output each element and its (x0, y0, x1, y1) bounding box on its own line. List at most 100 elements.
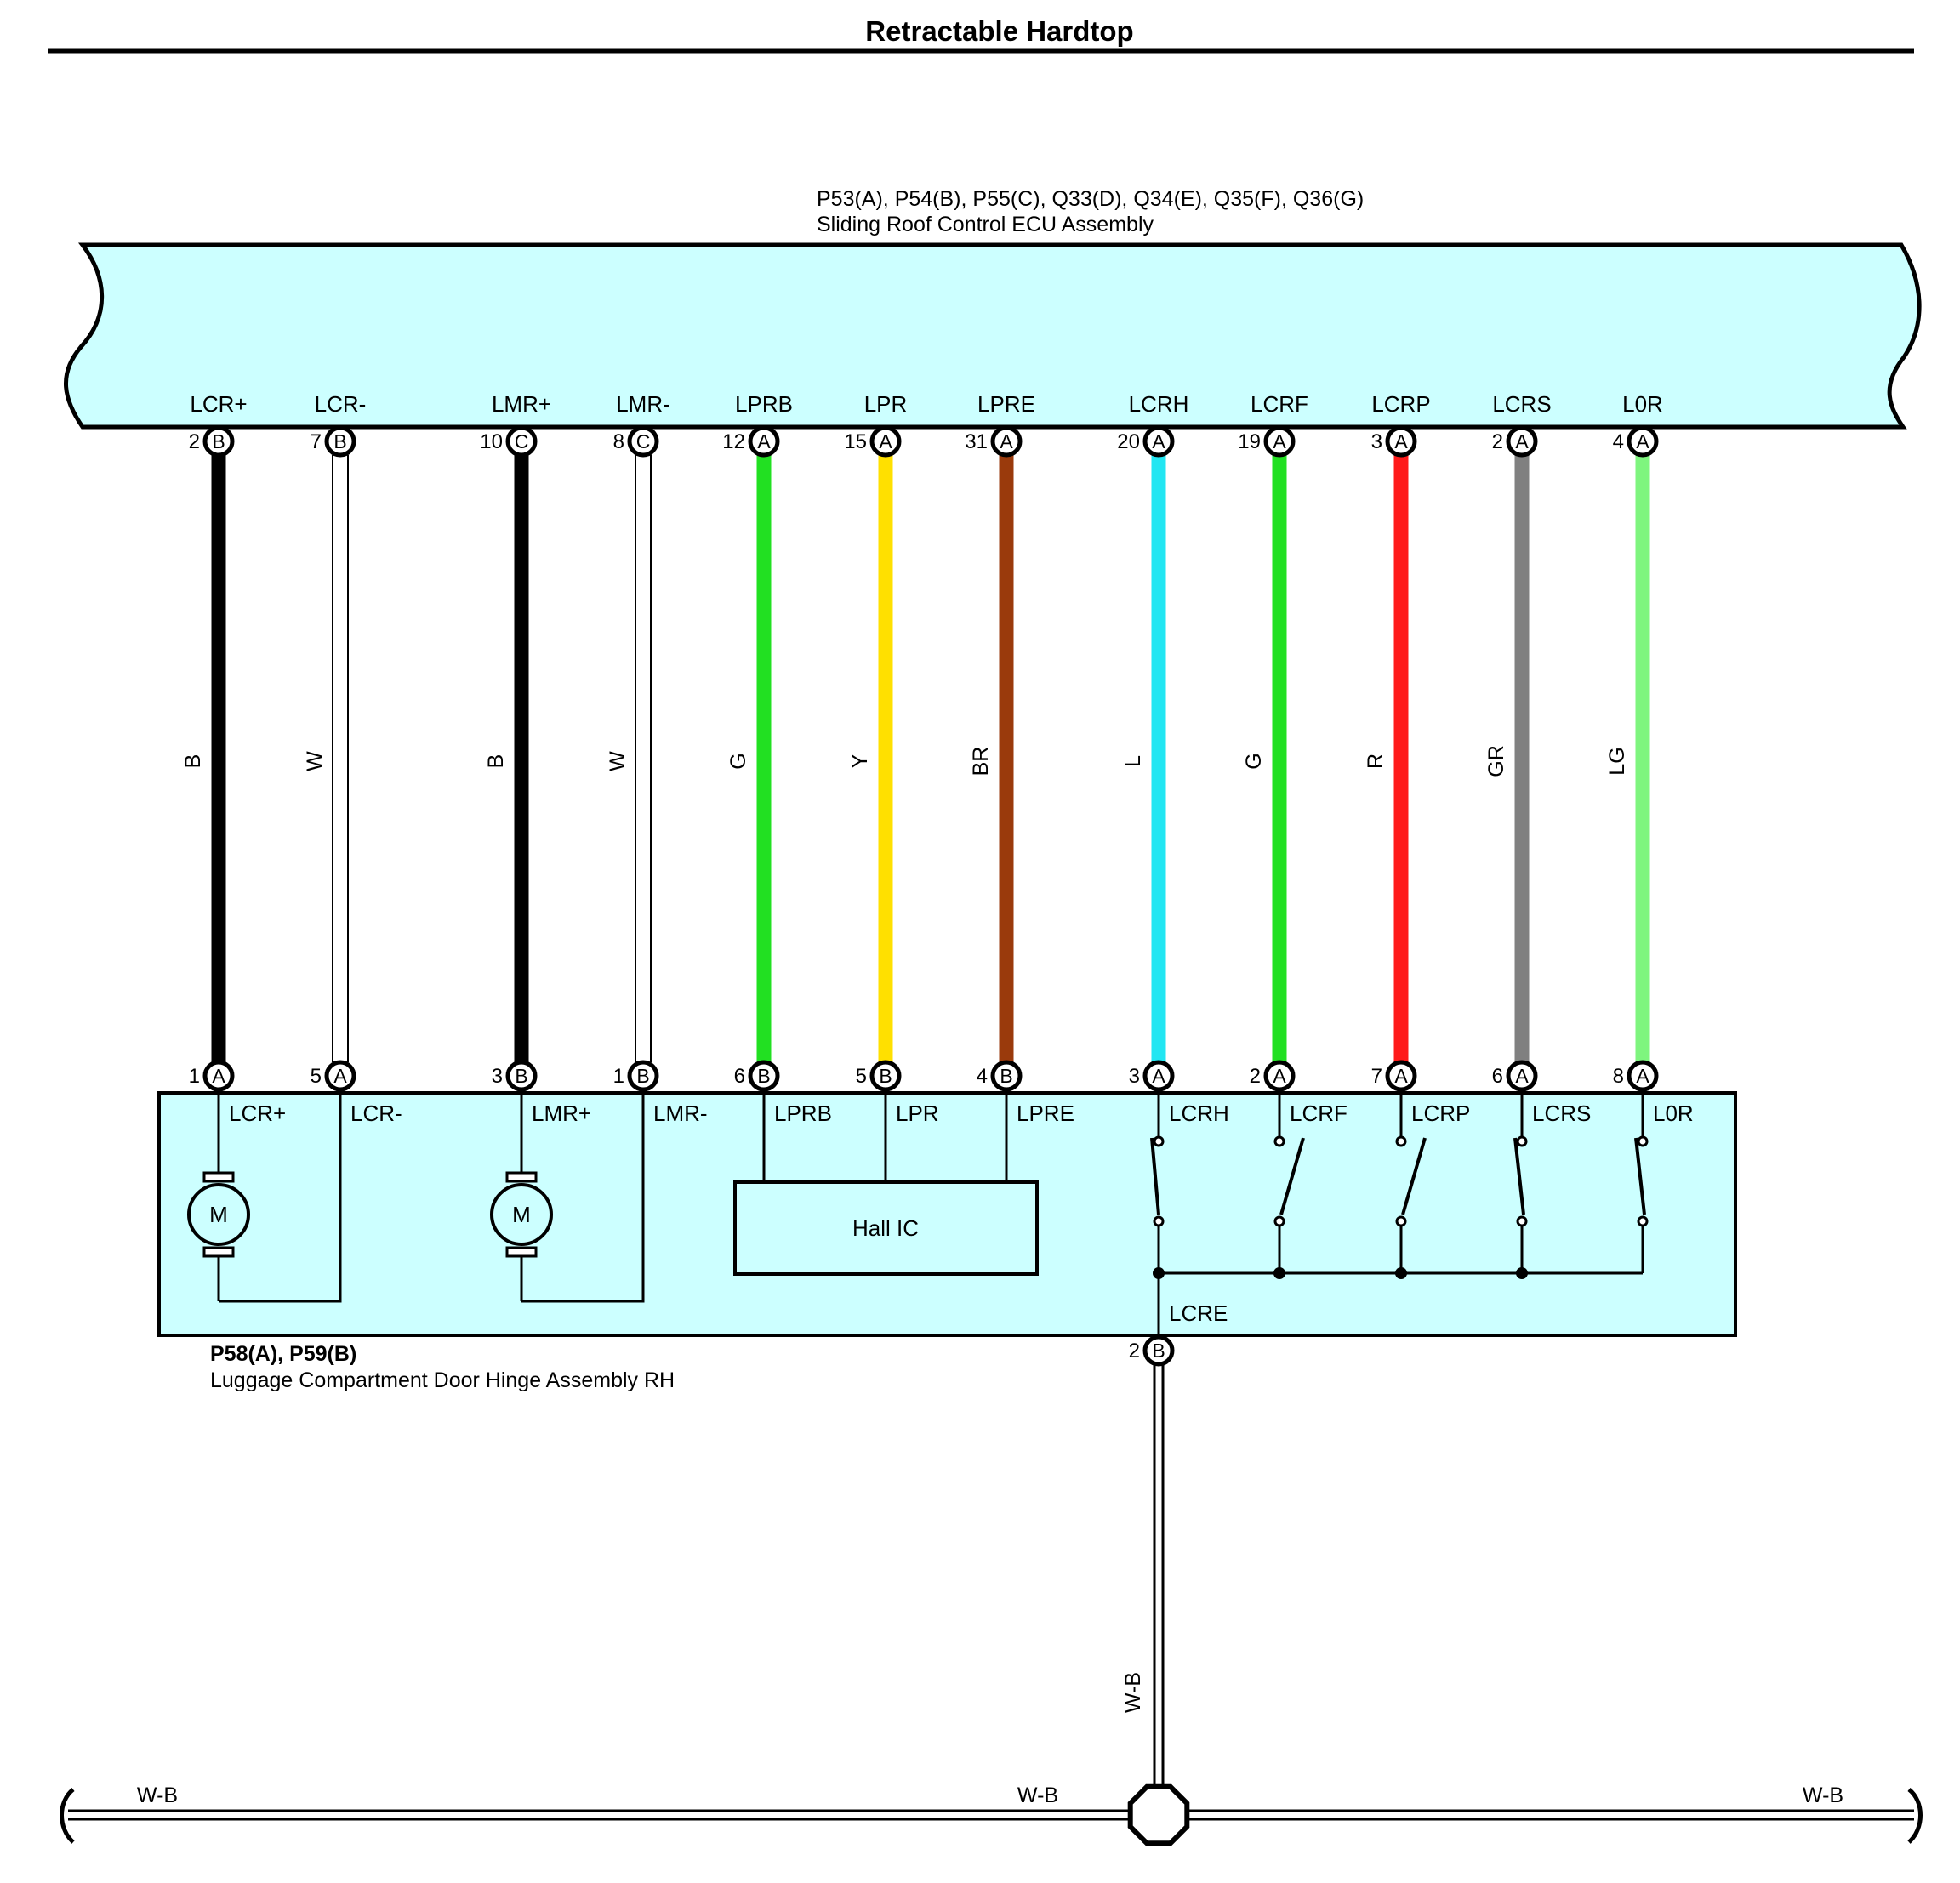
hinge-signal-label: LPR (896, 1101, 939, 1126)
ecu-name-label: Sliding Roof Control ECU Assembly (817, 213, 1154, 236)
hinge-pin: B1 (613, 1060, 659, 1092)
ecu-pin-number: 3 (1371, 430, 1382, 453)
ecu-pin-circle (505, 425, 538, 458)
ecu-pin: C8 (613, 425, 659, 458)
hinge-pin-letter: B (515, 1065, 527, 1087)
ecu-pin: A19 (1238, 425, 1296, 458)
ecu-connectors-label: P53(A), P54(B), P55(C), Q33(D), Q34(E), … (817, 187, 1364, 211)
motor-symbol: M (512, 1202, 531, 1227)
switch-contact (1637, 1215, 1649, 1227)
hinge-pin-number: 6 (734, 1065, 745, 1088)
switch-contact (1273, 1135, 1285, 1147)
hinge-pin-number: 3 (492, 1065, 503, 1088)
ecu-pin-number: 31 (965, 430, 988, 453)
wire-harness: LCR+BB2A1LCR-WB7A5LMR+BC10B3LMR-WC8B1LPR… (181, 391, 1663, 1092)
ecu-pin-letter: A (1273, 430, 1286, 452)
ground-bus-label: W-B (1017, 1783, 1058, 1807)
wire-color-code: W (303, 751, 327, 771)
ecu-pin-number: 10 (480, 430, 503, 453)
ecu-pin-circle (202, 425, 235, 458)
ecu-pin-letter: A (1394, 430, 1408, 452)
hinge-pin-number: 8 (1613, 1065, 1624, 1088)
ecu-pin-number: 2 (189, 430, 200, 453)
ecu-pin-circle (1385, 425, 1417, 458)
wire-color-code: L (1121, 755, 1145, 767)
motor-return (219, 1089, 342, 1303)
ecu-pin: C 10 (480, 425, 538, 458)
hinge-signal-label: LCRS (1532, 1101, 1591, 1126)
motor-icon (490, 1183, 553, 1246)
ecu-signal-label: LCRH (1129, 391, 1189, 417)
hinge-pin: A1 (189, 1060, 235, 1092)
ecu-signal-label: LPRB (735, 391, 793, 417)
wire-color-code: BR (969, 747, 993, 777)
switch-contact (1153, 1215, 1165, 1227)
hinge-pin: A6 (1492, 1060, 1538, 1092)
ecu-pin-circle (990, 425, 1023, 458)
hinge-signal-label: LCR- (350, 1101, 402, 1126)
splice-point-icon (1127, 1783, 1190, 1846)
hinge-pin-letter: B (757, 1065, 770, 1087)
hinge-signal-label: L0R (1653, 1101, 1694, 1126)
ecu-pin-number: 8 (613, 430, 624, 453)
hinge-pin-letter: A (1394, 1065, 1408, 1087)
ecu-signal-label: LCR+ (190, 391, 247, 417)
wire-color-code: G (726, 753, 750, 769)
hinge-signal-label: LCRF (1290, 1101, 1348, 1126)
ecu-pin-letter: C (515, 430, 529, 452)
hinge-pin-letter: A (1152, 1065, 1165, 1087)
bus-break-right (1907, 1788, 1923, 1844)
ecu-signal-label: LCR- (315, 391, 367, 417)
ecu-pin-circle (324, 425, 356, 458)
ecu-pin: A20 (1117, 425, 1175, 458)
ecu-pin: A4 (1613, 425, 1659, 458)
hinge-pin-number: 5 (856, 1065, 867, 1088)
wire-color-code: G (1242, 753, 1266, 769)
ground-bus-label: W-B (137, 1783, 178, 1807)
hinge-pin: A2 (1250, 1060, 1296, 1092)
ecu-pin-letter: A (1515, 430, 1529, 452)
hinge-pin: B3 (492, 1060, 538, 1092)
hinge-pin: B4 (977, 1060, 1023, 1092)
hinge-pin: B6 (734, 1060, 780, 1092)
hinge-pin-letter: B (879, 1065, 892, 1087)
ecu-signal-label: L0R (1622, 391, 1663, 417)
hinge-signal-label: LMR- (653, 1101, 708, 1126)
wire-color-code: W (606, 751, 630, 771)
ecu-signal-label: LCRS (1492, 391, 1551, 417)
hinge-pin: A5 (311, 1060, 356, 1092)
hinge-name-label: Luggage Compartment Door Hinge Assembly … (210, 1368, 675, 1392)
hinge-pin: A8 (1613, 1060, 1659, 1092)
ecu-pin-number: 2 (1492, 430, 1503, 453)
hinge-pin-number: 6 (1492, 1065, 1503, 1088)
ground-wire-color-code: W-B (1121, 1672, 1145, 1713)
hinge-connectors-label: P58(A), P59(B) (210, 1342, 356, 1366)
switch-blade (1634, 1137, 1646, 1215)
hinge-pin-number: 4 (977, 1065, 988, 1088)
hinge-signal-label: LCRH (1169, 1101, 1229, 1126)
switch-contact (1516, 1215, 1528, 1227)
hinge-pin-number: 2 (1250, 1065, 1261, 1088)
ecu-pin-letter: A (879, 430, 892, 452)
hinge-pin-letter: A (212, 1065, 225, 1087)
ground-pin-circle (1142, 1334, 1175, 1367)
switch-contact (1395, 1215, 1407, 1227)
switch-contact (1273, 1215, 1285, 1227)
hinge-pin: B5 (856, 1060, 902, 1092)
switch-blade (1279, 1137, 1305, 1215)
ecu-pin-number: 12 (722, 430, 745, 453)
ecu-pin: A2 (1492, 425, 1538, 458)
motor-brush (505, 1246, 538, 1258)
wire-color-code: LG (1605, 747, 1629, 775)
ecu-pin-letter: B (212, 430, 225, 452)
ecu-pin: A12 (722, 425, 780, 458)
ecu-signal-label: LMR+ (492, 391, 551, 417)
ecu-pin-circle (1142, 425, 1175, 458)
lcre-label: LCRE (1169, 1300, 1228, 1326)
ecu-pin-circle (869, 425, 902, 458)
ground-pin-number: 2 (1129, 1340, 1140, 1362)
hinge-signal-label: LCR+ (229, 1101, 286, 1126)
ecu-pin-circle (1263, 425, 1296, 458)
